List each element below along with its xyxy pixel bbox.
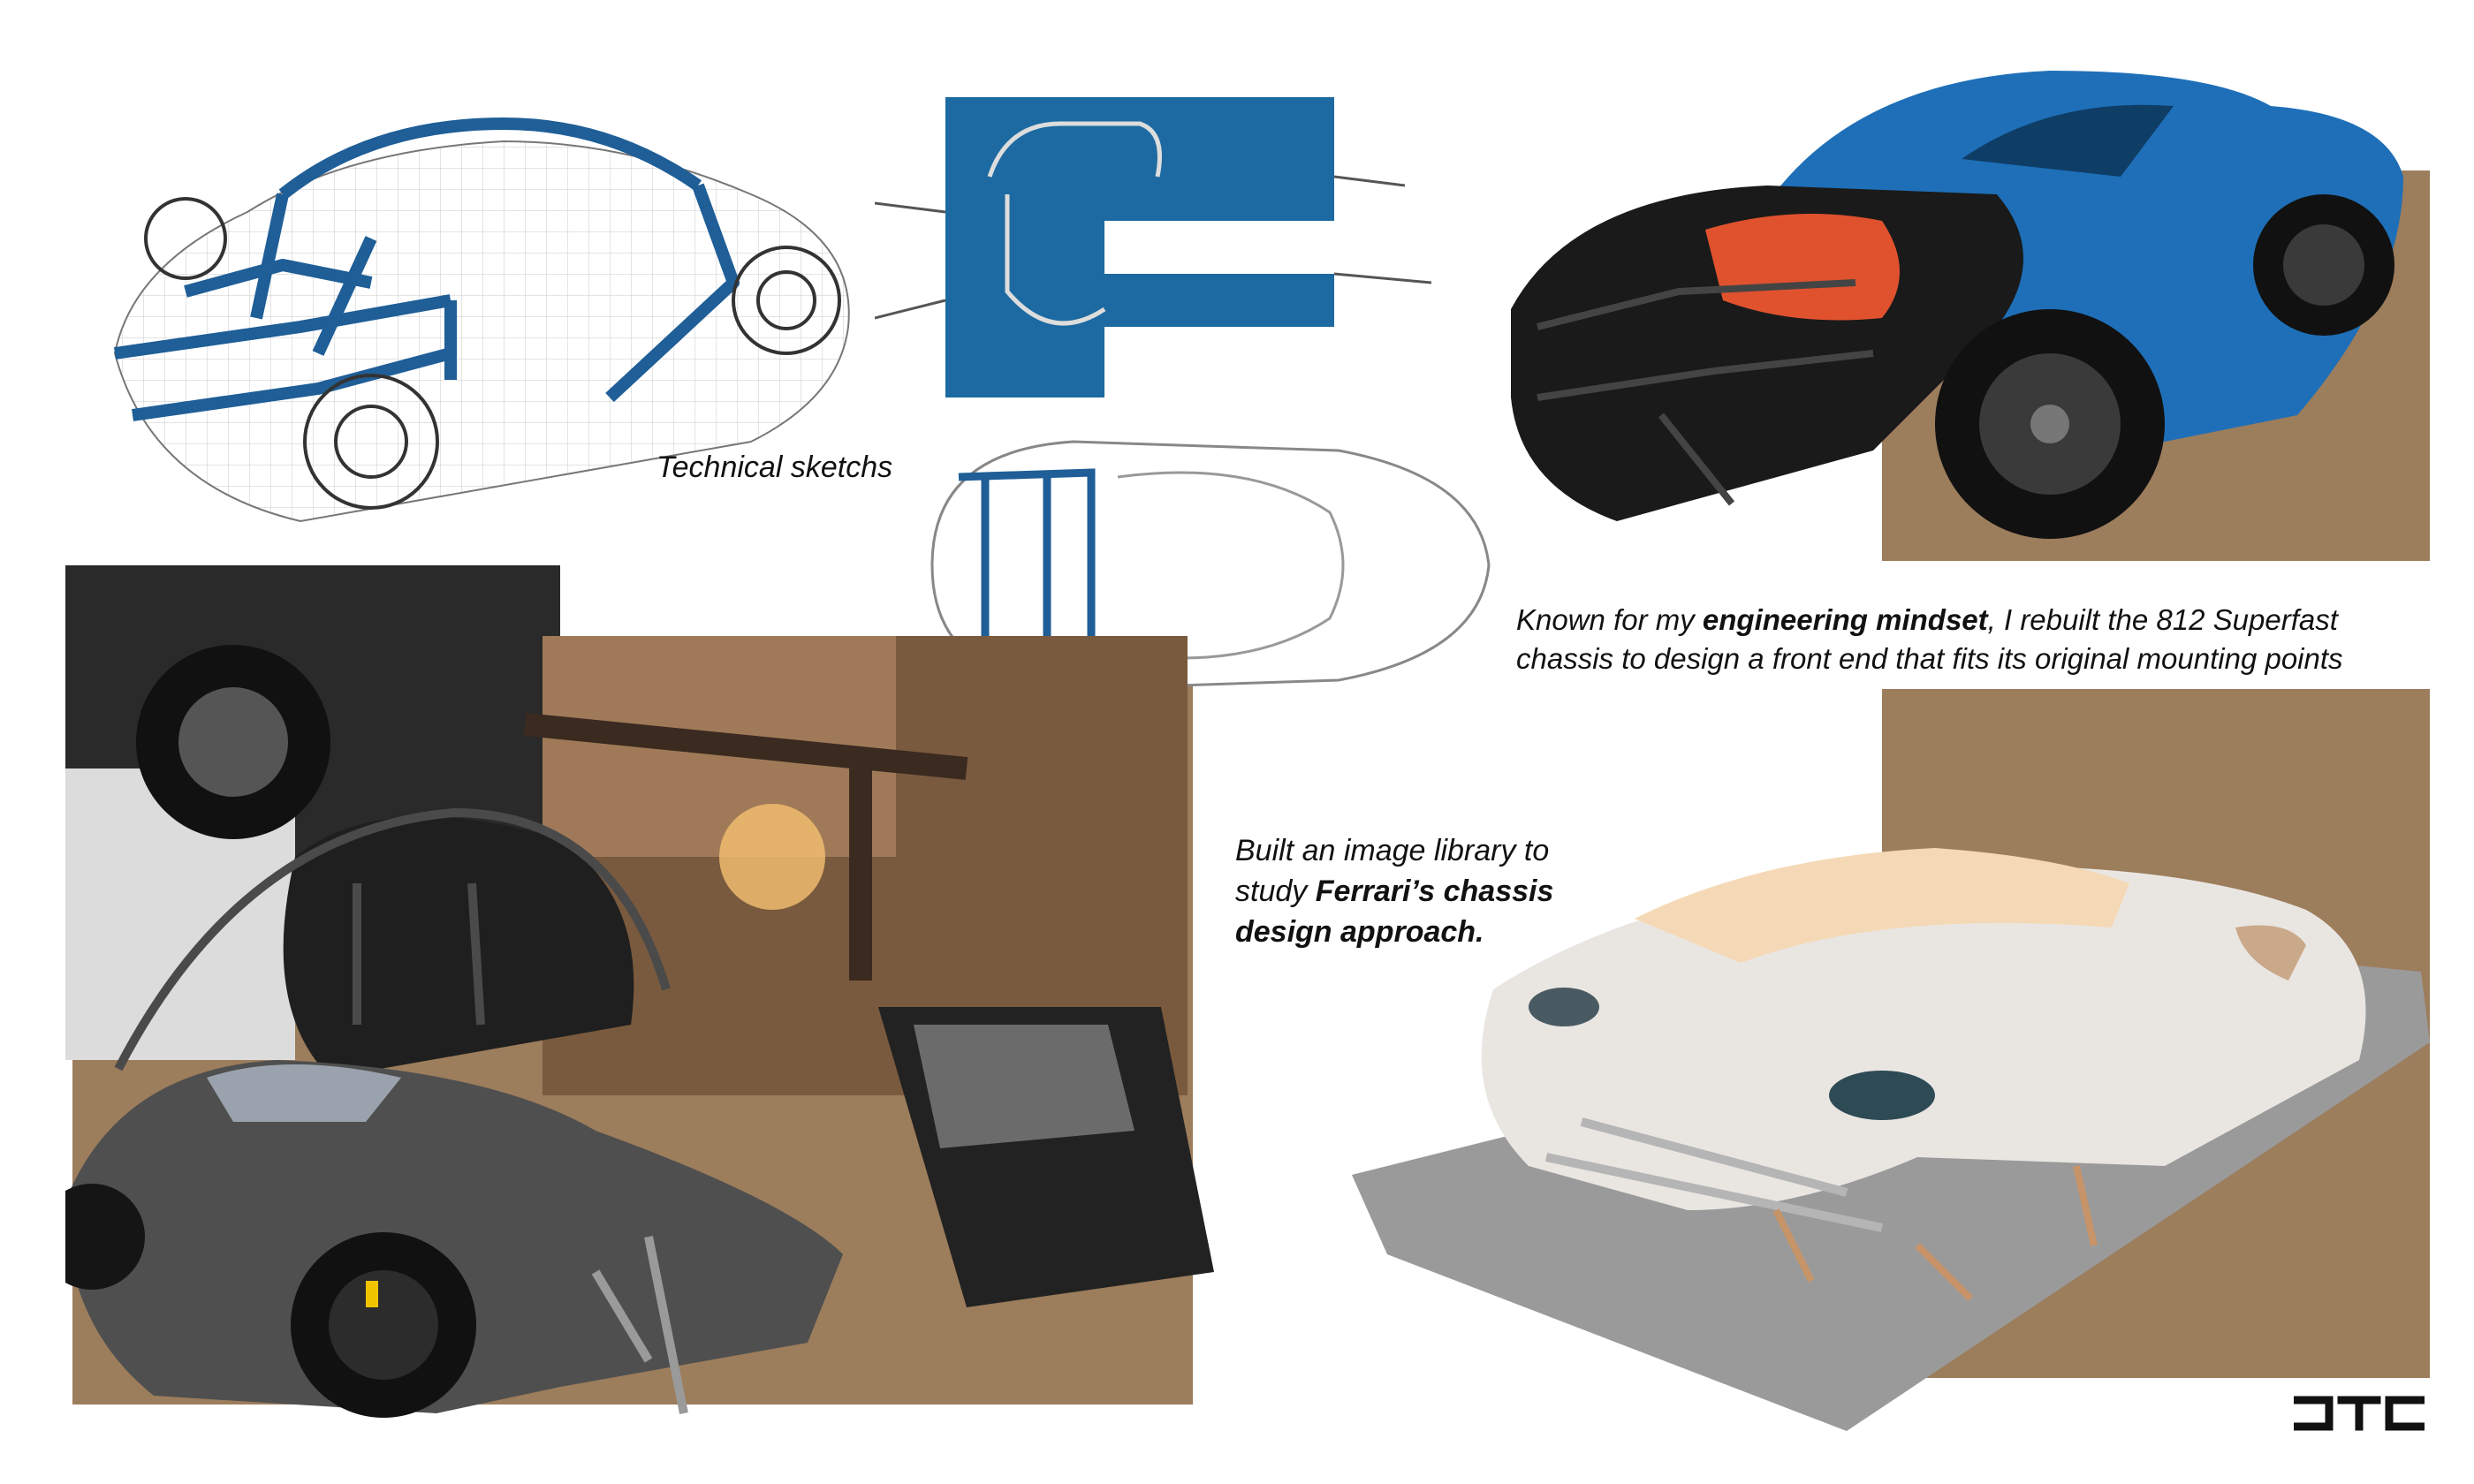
- white-car-body-render: [1352, 751, 2430, 1431]
- engineering-mindset-caption: Known for my engineering mindset, I rebu…: [1516, 601, 2343, 678]
- blue-car-chassis-render: [1502, 62, 2412, 565]
- engineering-caption-line-1: Known for my engineering mindset, I rebu…: [1516, 603, 2338, 636]
- image-library-caption: Built an image library to study Ferrari’…: [1235, 830, 1553, 952]
- ferrari-teardown-collage: [65, 565, 1223, 1440]
- library-caption-line-3: design approach.: [1235, 915, 1484, 949]
- jtc-logo: [2294, 1396, 2425, 1431]
- jtc-logo-mark: [2294, 1396, 2425, 1431]
- sketch-side-view-image: [875, 97, 1431, 398]
- sketch-top-view-image: [914, 424, 1498, 707]
- library-caption-line-2: study Ferrari’s chassis: [1235, 874, 1554, 908]
- engineering-caption-line-2: chassis to design a front end that fits …: [1516, 642, 2343, 675]
- library-caption-line-1: Built an image library to: [1235, 834, 1550, 867]
- technical-sketch-car-image: [80, 62, 875, 539]
- technical-sketch-caption: Technical sketchs: [656, 450, 893, 484]
